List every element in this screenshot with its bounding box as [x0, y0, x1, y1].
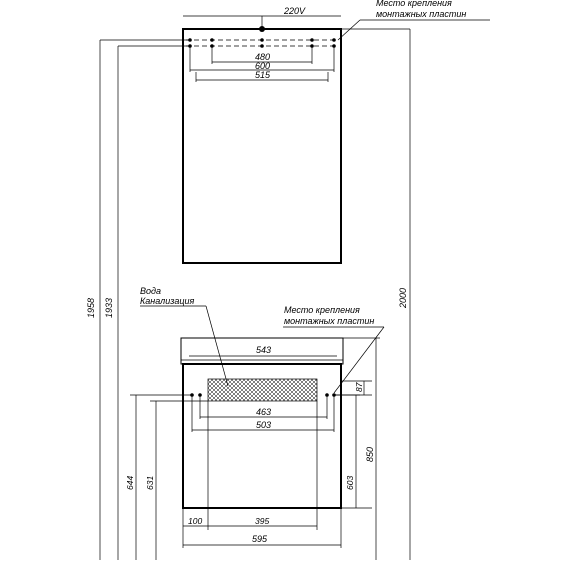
dim-603: 603 — [345, 476, 355, 490]
dim-1933: 1933 — [104, 298, 114, 318]
label-mount-top-2: монтажных пластин — [376, 9, 466, 19]
label-water: Вода — [140, 286, 161, 296]
cabinet: 543 463 503 87 603 — [125, 286, 385, 560]
dim-480: 480 — [255, 52, 270, 62]
dim-850: 850 — [365, 447, 375, 462]
label-mount-bottom-2: монтажных пластин — [284, 316, 374, 326]
dim-2000: 2000 — [398, 288, 408, 309]
dim-631: 631 — [145, 476, 155, 490]
vertical-dimensions: 1958 1933 2000 — [86, 28, 411, 560]
label-sewer: Канализация — [140, 296, 194, 306]
dim-595: 595 — [252, 534, 268, 544]
label-mount-top-1: Место крепления — [376, 0, 452, 8]
dim-600: 600 — [255, 61, 270, 71]
dim-503: 503 — [256, 420, 271, 430]
dim-220v: 220V — [283, 6, 306, 16]
dim-395: 395 — [255, 516, 269, 526]
dim-644: 644 — [125, 476, 135, 490]
dim-100: 100 — [188, 516, 202, 526]
mirror: 220V 480 600 515 Место крепления — [182, 0, 490, 264]
utilities-opening — [207, 378, 318, 402]
dim-463: 463 — [256, 407, 271, 417]
label-mount-bottom-1: Место крепления — [284, 305, 360, 315]
cabinet-body — [182, 363, 342, 509]
dim-87: 87 — [354, 382, 364, 392]
dim-515: 515 — [255, 70, 271, 80]
dim-1958: 1958 — [86, 298, 96, 318]
dim-543: 543 — [256, 345, 271, 355]
